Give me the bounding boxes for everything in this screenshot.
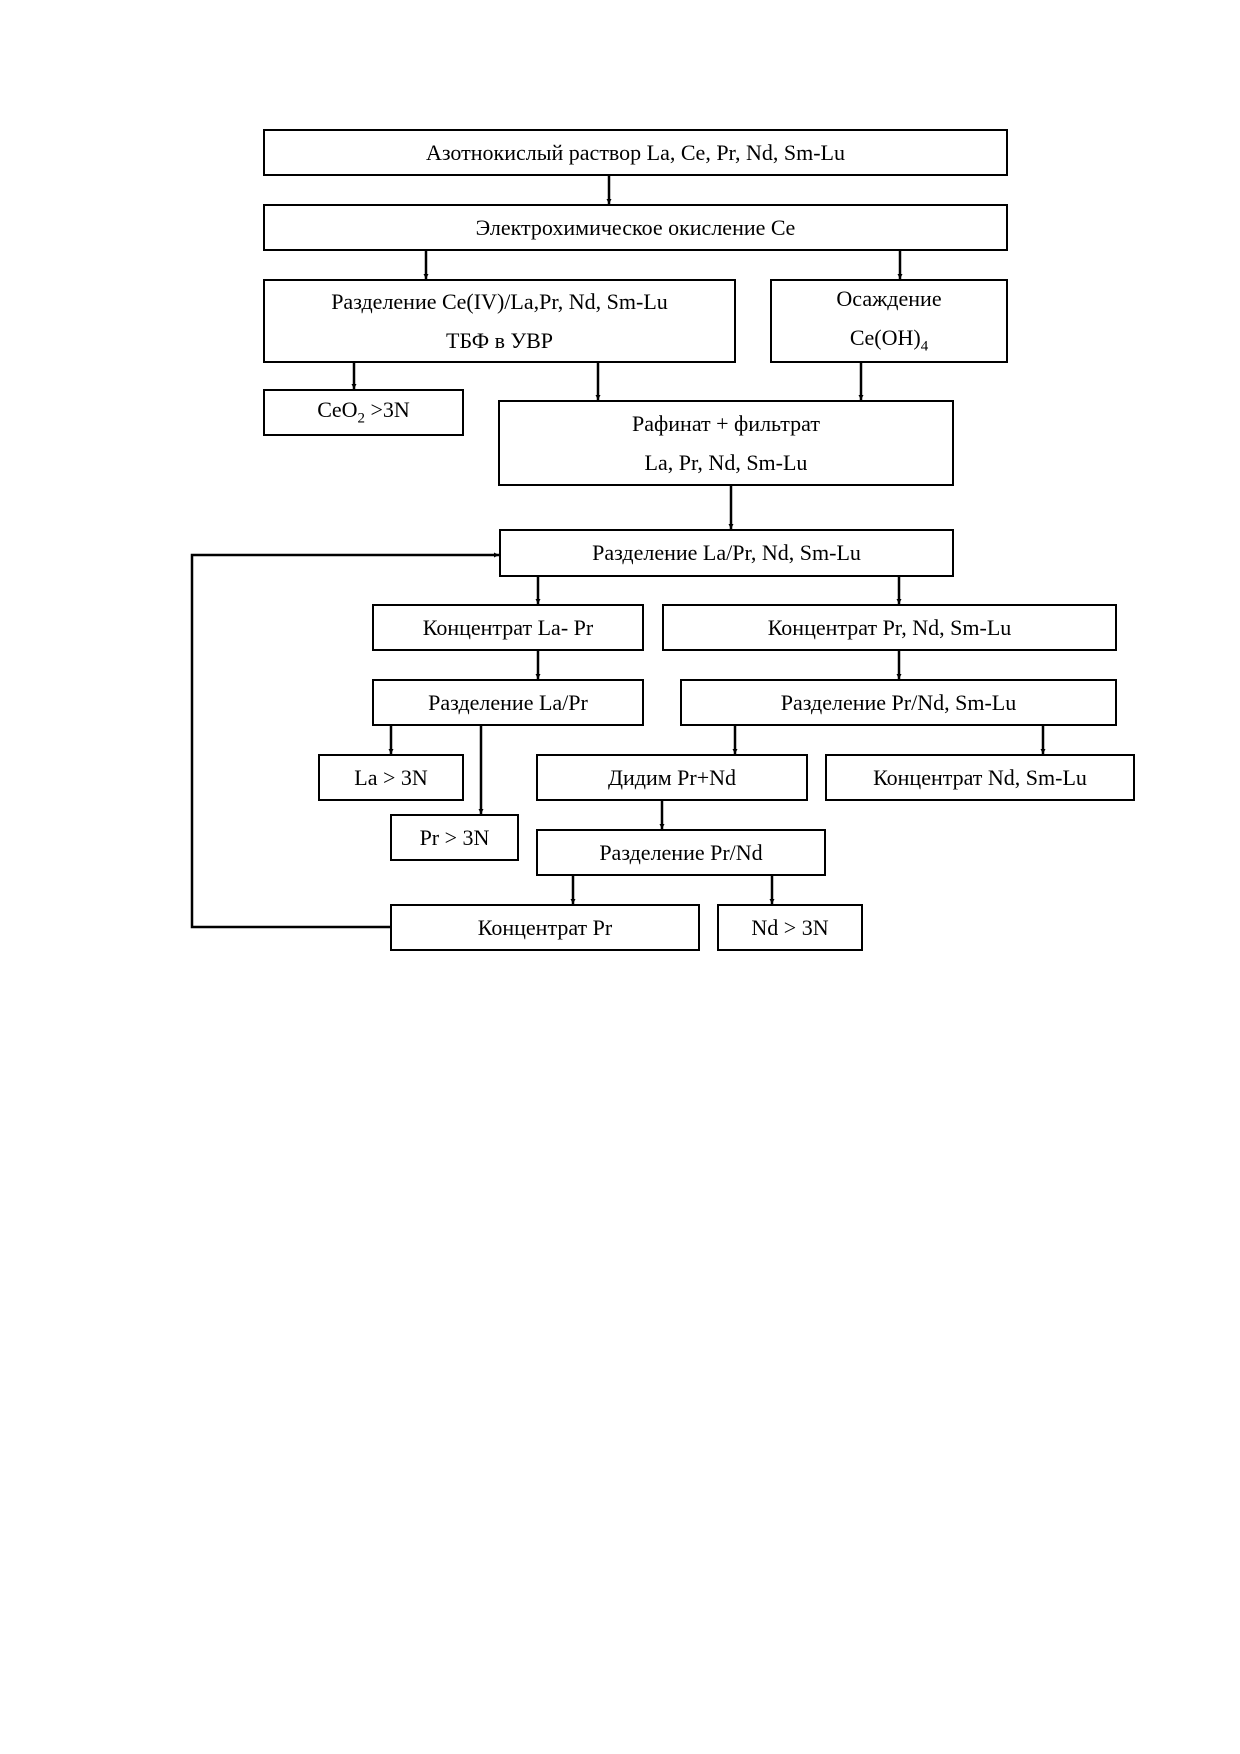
didymium-box: Дидим Pr+Nd: [536, 754, 808, 801]
pr-nd-separation-box: Разделение Pr/Nd: [536, 829, 826, 876]
la-product-label: La > 3N: [354, 764, 428, 790]
precipitation-box: Осаждение Ce(OH)4: [770, 279, 1008, 363]
ceo2-product-box: CeO2 >3N: [263, 389, 464, 436]
la-product-box: La > 3N: [318, 754, 464, 801]
precipitation-label-2: Ce(OH)4: [849, 324, 929, 355]
electrochemical-oxidation-label: Электрохимическое окисление Ce: [475, 214, 796, 240]
la-pr-separation-box: Разделение La/Pr: [372, 679, 644, 726]
la-separation-main-box: Разделение La/Pr, Nd, Sm-Lu: [499, 529, 954, 577]
pr-nd-smlu-concentrate-box: Концентрат Pr, Nd, Sm-Lu: [662, 604, 1117, 651]
pr-nd-separation-label: Разделение Pr/Nd: [599, 839, 763, 865]
didymium-label: Дидим Pr+Nd: [607, 764, 737, 790]
la-separation-main-label: Разделение La/Pr, Nd, Sm-Lu: [592, 540, 861, 565]
pr-product-label: Pr > 3N: [419, 824, 490, 850]
raffinate-label-2: La, Pr, Nd, Sm-Lu: [644, 449, 808, 475]
la-pr-separation-label: Разделение La/Pr: [428, 689, 588, 715]
pr-product-box: Pr > 3N: [390, 814, 519, 861]
pr-concentrate-box: Концентрат Pr: [390, 904, 700, 951]
pr-nd-smlu-separation-label: Разделение Pr/Nd, Sm-Lu: [780, 689, 1017, 715]
raffinate-filtrate-box: Рафинат + фильтрат La, Pr, Nd, Sm-Lu: [498, 400, 954, 486]
la-pr-concentrate-box: Концентрат La- Pr: [372, 604, 644, 651]
nitric-solution-box: Азотнокислый раствор La, Ce, Pr, Nd, Sm-…: [263, 129, 1008, 176]
electrochemical-oxidation-box: Электрохимическое окисление Ce: [263, 204, 1008, 251]
nitric-solution-label: Азотнокислый раствор La, Ce, Pr, Nd, Sm-…: [425, 139, 845, 165]
ce-separation-label-2: ТБФ в УВР: [446, 327, 553, 353]
pr-nd-smlu-separation-box: Разделение Pr/Nd, Sm-Lu: [680, 679, 1117, 726]
precipitation-formula-subscript: 4: [920, 338, 929, 355]
precipitation-formula: Ce(OH): [849, 324, 921, 350]
raffinate-label-1: Рафинат + фильтрат: [632, 410, 820, 436]
nd-smlu-concentrate-box: Концентрат Nd, Sm-Lu: [825, 754, 1135, 801]
nd-product-box: Nd > 3N: [717, 904, 863, 951]
ceo2-formula-subscript: 2: [357, 410, 366, 427]
ce-separation-box: Разделение Ce(IV)/La,Pr, Nd, Sm-Lu ТБФ в…: [263, 279, 736, 363]
ceo2-formula: CeO: [317, 396, 358, 422]
ceo2-product-label: CeO2 >3N: [317, 396, 410, 427]
nd-smlu-concentrate-label: Концентрат Nd, Sm-Lu: [873, 764, 1087, 790]
nd-product-label: Nd > 3N: [751, 914, 829, 940]
ceo2-purity: >3N: [365, 396, 410, 422]
arrow-pr-conc-recycle: [190, 552, 499, 929]
pr-nd-smlu-concentrate-label: Концентрат Pr, Nd, Sm-Lu: [767, 614, 1012, 640]
precipitation-label-1: Осаждение: [836, 285, 942, 311]
ce-separation-label-1: Разделение Ce(IV)/La,Pr, Nd, Sm-Lu: [331, 288, 668, 314]
la-pr-concentrate-label: Концентрат La- Pr: [422, 614, 594, 640]
pr-concentrate-label: Концентрат Pr: [477, 914, 613, 940]
